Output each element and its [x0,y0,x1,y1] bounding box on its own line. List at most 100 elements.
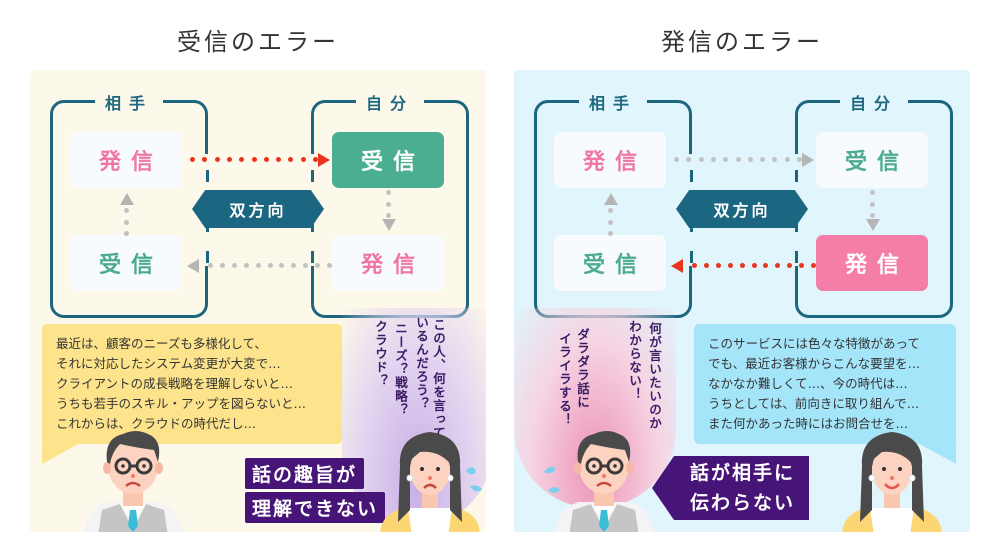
frame-dash [795,220,798,232]
speech-line: これからは、クラウドの時代だし… [56,416,257,431]
box-other-send: 発信 [554,132,666,188]
arrow-self-receive-to-send [386,190,392,218]
arrow-dot [799,263,805,268]
arrowhead-up-icon [120,193,134,205]
panel-receive-error: 相手 自分 発信 受信 受信 発信 双方向 この人、何を言って いるんだろう？ … [30,70,486,532]
arrow-dot [870,201,875,207]
bidirectional-badge: 双方向 [192,190,324,228]
arrow-dot [327,263,332,268]
arrow-dot [608,208,613,213]
arrow-dot [124,219,129,225]
arrow-dot [797,157,802,162]
arrow-dot [775,263,781,268]
arrow-dot [190,157,195,162]
arrow-dot [715,263,721,268]
arrow-dot [703,263,709,268]
speech-bubble-tail [916,442,956,464]
arrow-dot [723,157,729,162]
panel-send-error: 相手 自分 発信 受信 受信 発信 双方向 何が言いたいのか わからない！ ダラ… [514,70,970,532]
arrow-dot [870,213,875,218]
caption-line: 理解できない [245,492,386,523]
arrow-dot [263,157,269,162]
arrowhead-right-icon [318,153,330,167]
speech-bubble-man: 最近は、顧客のニーズも多様化して、 それに対応したシステム変更が大変で… クライ… [42,324,342,444]
arrow-dot [202,157,208,162]
arrow-dot [787,263,793,268]
thought-column: いるんだろう？ [414,316,429,411]
arrow-dot [763,263,769,268]
arrow-dot [291,263,297,268]
speech-bubble-tail [42,442,82,464]
frame-dash [795,251,798,263]
speech-line: 最近は、顧客のニーズも多様化して、 [56,336,267,351]
arrow-other-receive-to-send [124,208,130,236]
arrow-dot [124,208,129,213]
arrow-dot [386,201,391,207]
arrow-dot [608,231,613,236]
speech-line: クライアントの成長戦略を理解しないと… [56,376,294,391]
thought-column: ニーズ？戦略？ [393,322,408,417]
arrow-dot [243,263,249,268]
arrowhead-up-icon [604,193,618,205]
arrow-dot [251,157,257,162]
arrow-send-to-receive-highlighted [692,263,816,269]
arrow-dot [219,263,225,268]
box-self-receive: 受信 [816,132,928,188]
thought-column: この人、何を言って [431,318,446,440]
speech-line: それに対応したシステム変更が大変で… [56,356,281,371]
arrow-dot [698,157,704,162]
arrow-dot [760,157,766,162]
frame-dash [690,251,693,263]
arrow-dot [784,157,790,162]
bidirectional-badge: 双方向 [676,190,808,228]
panel-title-send-error: 発信のエラー [661,28,823,56]
arrow-dot [710,157,716,162]
thought-column: イライラする！ [557,332,572,427]
caption-arrow-badge: 話が相手に 伝わらない [652,456,810,520]
arrow-dot [276,157,282,162]
arrowhead-down-icon [382,219,396,231]
speech-line: このサービスには色々な特徴があって [708,336,920,351]
arrow-dot [239,157,245,162]
frame-dash [311,251,314,263]
arrow-dot [686,157,692,162]
arrow-dot [231,263,237,268]
woman-worried-illustration [380,432,482,532]
arrow-dot [739,263,745,268]
speech-line: また何かあった時にはお問合せを… [708,416,909,431]
group-label-other: 相手 [578,90,648,114]
arrow-dot [208,263,213,268]
arrow-dot [870,190,875,195]
arrow-dot [747,157,753,162]
arrow-dot [255,263,261,268]
speech-line: うちとしては、前向きに取り組んで… [708,396,920,411]
arrow-dot [772,157,778,162]
arrow-dot [300,157,306,162]
frame-dash [206,251,209,263]
arrow-dot [303,263,309,268]
arrowhead-left-icon [671,259,683,273]
box-self-send: 発信 [332,235,444,291]
arrow-dot [692,263,697,268]
thought-column: わからない！ [627,320,642,401]
frame-dash [206,170,209,182]
arrow-send-to-receive-highlighted [190,157,318,163]
arrow-dot [727,263,733,268]
arrow-self-receive-to-send [870,190,876,218]
arrow-dot [315,263,321,268]
group-label-other: 相手 [94,90,164,114]
box-self-receive-highlighted: 受信 [332,132,444,188]
arrow-dot [735,157,741,162]
frame-dash [690,170,693,182]
arrow-dot [674,157,679,162]
arrow-dot [386,190,391,195]
group-label-self: 自分 [355,90,425,114]
arrow-dot [279,263,285,268]
arrow-dot [751,263,757,268]
thought-aura [342,308,486,526]
speech-line: でも、最近お客様からこんな要望を… [708,356,921,371]
arrow-dot [267,263,273,268]
arrow-dot [386,213,391,218]
box-self-send-highlighted: 発信 [816,235,928,291]
frame-dash [311,170,314,182]
